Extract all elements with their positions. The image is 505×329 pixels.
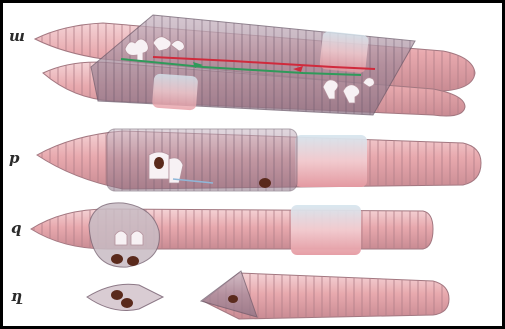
panel-d-cocoon-released (87, 271, 449, 319)
panel-a-mating-worms (35, 15, 475, 116)
egg (259, 178, 271, 188)
egg (127, 256, 139, 266)
egg (154, 157, 164, 169)
earthworm-reproduction-diagram (3, 3, 502, 326)
panel-label-c: q (11, 219, 22, 237)
panel-b-cocoon-forming (37, 129, 481, 191)
panel-label-d: ղ (11, 287, 22, 305)
panel-label-b: р (9, 149, 20, 167)
egg (121, 298, 133, 308)
egg (111, 254, 123, 264)
panel-label-a: ш (9, 27, 25, 45)
diagram-stage: ш р q ղ (3, 3, 502, 326)
panel-c-cocoon-sliding (31, 203, 433, 267)
egg (111, 290, 123, 300)
